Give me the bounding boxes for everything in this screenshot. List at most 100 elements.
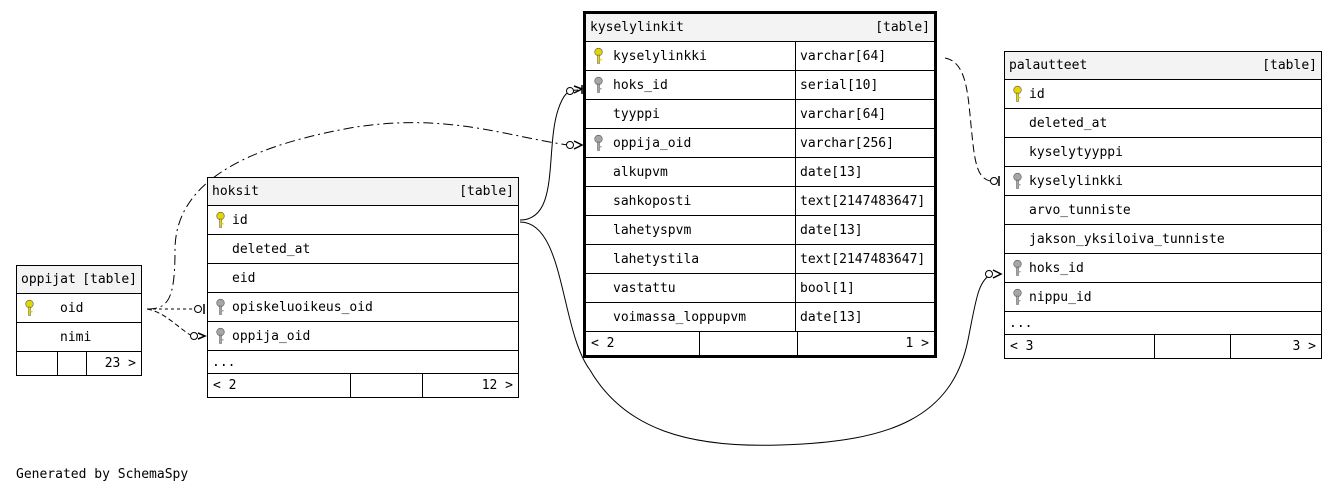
- column-row[interactable]: kyselylinkki varchar[64]: [586, 42, 934, 71]
- column-name: lahetystila: [586, 245, 795, 273]
- column-label: opiskeluoikeus_oid: [232, 299, 373, 315]
- footer-parents[interactable]: < 2: [591, 336, 615, 351]
- table-label: [table]: [82, 272, 137, 287]
- edge-kysely-oppija-oppijat: [146, 122, 569, 310]
- column-row[interactable]: eid: [208, 264, 518, 293]
- column-label: sahkoposti: [613, 193, 692, 209]
- column-type: text[2147483647]: [795, 187, 934, 215]
- column-type: date[13]: [795, 158, 934, 186]
- table-name: hoksit: [212, 184, 259, 199]
- column-label: eid: [232, 270, 256, 286]
- edge-hoksit-oppija-oppijat: [146, 308, 193, 337]
- column-label: oppija_oid: [613, 135, 692, 151]
- column-row[interactable]: tyyppi varchar[64]: [586, 100, 934, 129]
- column-name: deleted_at: [1005, 109, 1321, 137]
- column-row[interactable]: id: [1005, 80, 1321, 109]
- column-label: lahetyspvm: [613, 222, 692, 238]
- footer-parents[interactable]: < 2: [213, 378, 237, 393]
- generated-by-caption: Generated by SchemaSpy: [16, 467, 189, 482]
- primary-key-icon: [1013, 85, 1022, 103]
- footer-middle: [699, 332, 797, 355]
- column-name: oppija_oid: [208, 322, 518, 350]
- column-type: text[2147483647]: [795, 245, 934, 273]
- primary-key-icon: [216, 211, 225, 229]
- edge-marker-circle: [566, 87, 574, 95]
- column-label: vastattu: [613, 280, 676, 296]
- column-row[interactable]: vastattu bool[1]: [586, 274, 934, 303]
- column-name: kyselylinkki: [586, 42, 795, 70]
- column-type: bool[1]: [795, 274, 934, 302]
- table-label: [table]: [1262, 58, 1317, 73]
- edge-marker-crow: [573, 140, 584, 150]
- column-row[interactable]: deleted_at: [1005, 109, 1321, 138]
- footer-middle: [57, 352, 86, 375]
- column-name: kyselytyyppi: [1005, 138, 1321, 166]
- column-name: opiskeluoikeus_oid: [208, 293, 518, 321]
- footer-children[interactable]: 23 >: [86, 352, 141, 375]
- table-header: palautteet [table]: [1005, 52, 1321, 80]
- foreign-key-icon: [1013, 172, 1022, 190]
- column-row[interactable]: deleted_at: [208, 235, 518, 264]
- more-columns: ...: [1005, 312, 1321, 335]
- column-name: vastattu: [586, 274, 795, 302]
- column-label: id: [232, 212, 248, 228]
- column-label: arvo_tunniste: [1029, 202, 1131, 218]
- column-label: hoks_id: [613, 77, 668, 93]
- footer-children[interactable]: 12 >: [422, 374, 518, 397]
- table-label: [table]: [875, 20, 930, 35]
- table-footer: < 2 1 >: [586, 332, 934, 355]
- footer-parents[interactable]: [17, 352, 57, 375]
- column-label: hoks_id: [1029, 260, 1084, 276]
- column-label: tyyppi: [613, 106, 660, 122]
- column-name: hoks_id: [1005, 254, 1321, 282]
- column-name: id: [1005, 80, 1321, 108]
- column-label: kyselylinkki: [613, 48, 707, 64]
- column-row[interactable]: opiskeluoikeus_oid: [208, 293, 518, 322]
- column-name: alkupvm: [586, 158, 795, 186]
- column-label: voimassa_loppupvm: [613, 309, 747, 325]
- column-label: oppija_oid: [232, 328, 311, 344]
- column-name: nimi: [17, 323, 141, 351]
- column-row[interactable]: kyselylinkki: [1005, 167, 1321, 196]
- column-name: id: [208, 206, 518, 234]
- footer-children[interactable]: 3 >: [1230, 335, 1321, 358]
- footer-parents[interactable]: < 3: [1010, 339, 1034, 354]
- table-header: hoksit [table]: [208, 178, 518, 206]
- column-type: varchar[64]: [795, 100, 934, 128]
- more-columns: ...: [208, 351, 518, 374]
- column-row[interactable]: sahkoposti text[2147483647]: [586, 187, 934, 216]
- column-name: sahkoposti: [586, 187, 795, 215]
- column-row[interactable]: arvo_tunniste: [1005, 196, 1321, 225]
- footer-middle: [1154, 335, 1230, 358]
- column-row[interactable]: jakson_yksiloiva_tunniste: [1005, 225, 1321, 254]
- column-row[interactable]: id: [208, 206, 518, 235]
- footer-children[interactable]: 1 >: [797, 332, 934, 355]
- column-name: oid: [17, 294, 141, 322]
- edge-marker-circle: [985, 270, 993, 278]
- column-row[interactable]: kyselytyyppi: [1005, 138, 1321, 167]
- footer-middle: [350, 374, 422, 397]
- column-row[interactable]: oppija_oid: [208, 322, 518, 351]
- column-row[interactable]: hoks_id: [1005, 254, 1321, 283]
- edge-marker-circle: [190, 332, 198, 340]
- table-header: oppijat [table]: [17, 266, 141, 294]
- column-row[interactable]: nippu_id: [1005, 283, 1321, 312]
- column-row[interactable]: oid: [17, 294, 141, 323]
- column-row[interactable]: nimi: [17, 323, 141, 352]
- table-footer: 23 >: [17, 352, 141, 375]
- column-label: kyselylinkki: [1029, 173, 1123, 189]
- column-type: varchar[64]: [795, 42, 934, 70]
- column-name: voimassa_loppupvm: [586, 303, 795, 331]
